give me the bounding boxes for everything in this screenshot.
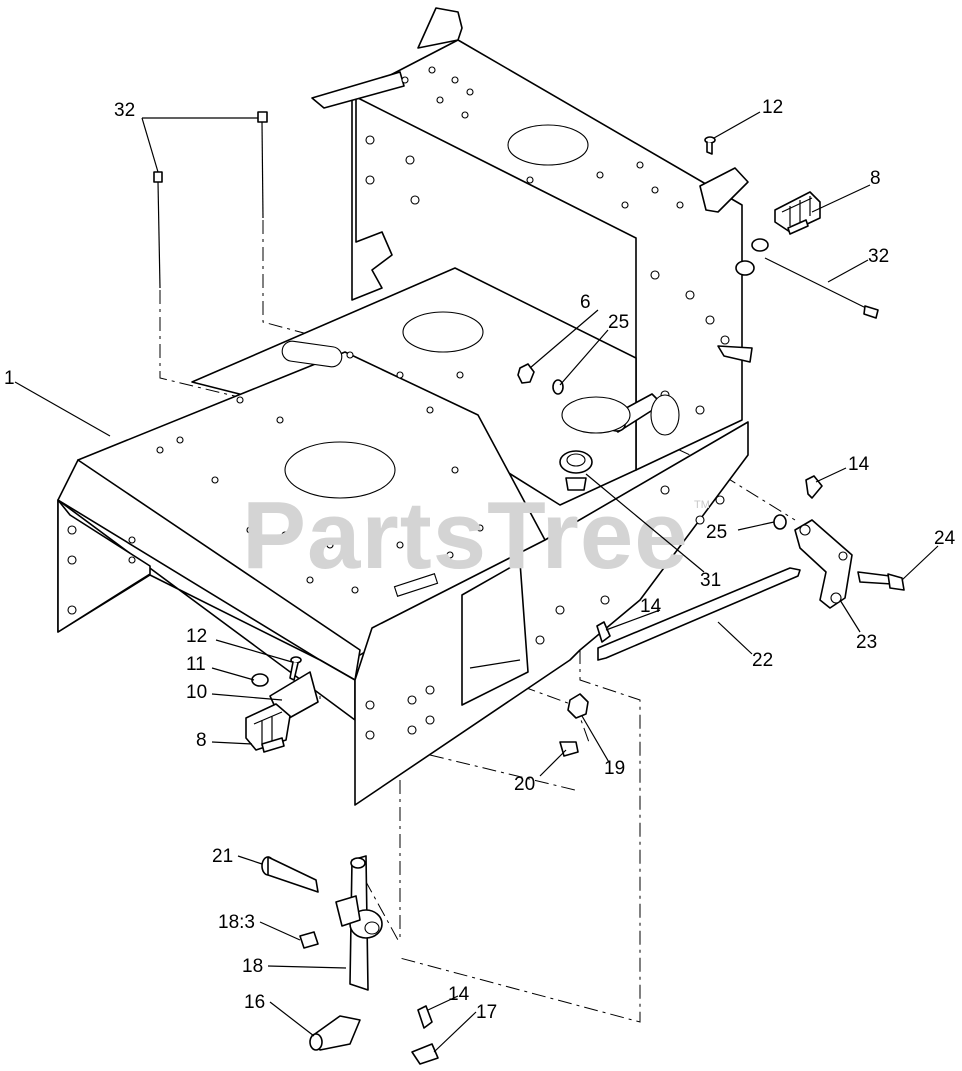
watermark-trademark: TM — [694, 499, 710, 511]
deck-slot — [281, 340, 343, 368]
washer-25-right — [773, 514, 787, 530]
callout-12: 12 — [762, 97, 783, 118]
callout-10: 10 — [186, 682, 207, 703]
screw-top — [704, 136, 716, 155]
floor-opening — [402, 311, 484, 353]
frame-right-tab — [699, 167, 749, 213]
deck-opening — [284, 441, 396, 499]
pedal-arm-23 — [794, 519, 853, 609]
rod-22 — [597, 567, 801, 661]
screw-left — [289, 656, 302, 681]
frame-left-face — [57, 499, 151, 633]
frame-holes — [67, 66, 730, 740]
bolt-20 — [559, 741, 579, 757]
washer-25-upper — [552, 379, 564, 395]
callouts: 32 12 8 32 1 6 25 14 25 24 31 14 23 22 1… — [4, 97, 956, 1023]
callout-1: 1 — [4, 368, 15, 389]
washer-11 — [251, 673, 269, 687]
watermark: PartsTree TM — [242, 482, 710, 589]
callout-23: 23 — [856, 632, 877, 653]
grease-fitting — [299, 931, 319, 949]
grommet-31 — [559, 450, 593, 491]
frame-assembly — [57, 7, 749, 806]
hair-pin-mid — [596, 621, 611, 643]
callout-25: 25 — [608, 312, 629, 333]
bolt-24 — [857, 571, 905, 591]
callout-14-mid: 14 — [640, 596, 662, 617]
leader-lines — [14, 111, 939, 1053]
callout-17: 17 — [476, 1002, 497, 1023]
wire-harness-right — [735, 238, 879, 319]
cable-tie-left — [153, 111, 268, 289]
pivot-pin-21 — [261, 856, 319, 893]
callout-32-right: 32 — [868, 246, 889, 267]
lever-arm-18 — [335, 855, 383, 991]
frame-left-wall — [351, 94, 393, 301]
latch-handle — [717, 345, 753, 363]
watermark-text: PartsTree — [242, 482, 689, 589]
deck-slot-lower — [393, 573, 439, 597]
switch-left — [245, 703, 291, 753]
callout-14-bottom: 14 — [448, 984, 470, 1005]
callout-16: 16 — [244, 992, 265, 1013]
callout-31: 31 — [700, 570, 721, 591]
rear-opening — [507, 124, 589, 166]
callout-14: 14 — [848, 454, 870, 475]
callout-24: 24 — [934, 528, 956, 549]
callout-32: 32 — [114, 100, 135, 121]
frame-top-tab — [417, 7, 463, 49]
switch-top — [774, 191, 821, 235]
callout-11: 11 — [186, 654, 206, 675]
clevis-pin-17 — [411, 1043, 439, 1065]
callout-18: 18 — [242, 956, 263, 977]
callout-8: 8 — [870, 168, 881, 189]
callout-25-right: 25 — [706, 522, 727, 543]
frame-left-panel — [57, 459, 361, 681]
nut-19 — [567, 693, 589, 719]
nut-6 — [517, 363, 535, 384]
callout-6: 6 — [580, 292, 591, 313]
callout-18-3: 18:3 — [218, 912, 255, 933]
callout-20: 20 — [514, 774, 535, 795]
callout-22: 22 — [752, 650, 773, 671]
callout-8-left: 8 — [196, 730, 207, 751]
hair-pin-bottom — [417, 1005, 433, 1029]
callout-12-left: 12 — [186, 626, 207, 647]
frame-left-lever — [311, 71, 405, 109]
callout-21: 21 — [212, 846, 233, 867]
frame-side-window — [461, 561, 529, 706]
hair-pin-top — [805, 475, 823, 499]
callout-19: 19 — [604, 758, 625, 779]
frame-right-panel — [354, 421, 749, 806]
clevis-16 — [309, 1015, 361, 1051]
pivot-arm — [561, 393, 680, 436]
